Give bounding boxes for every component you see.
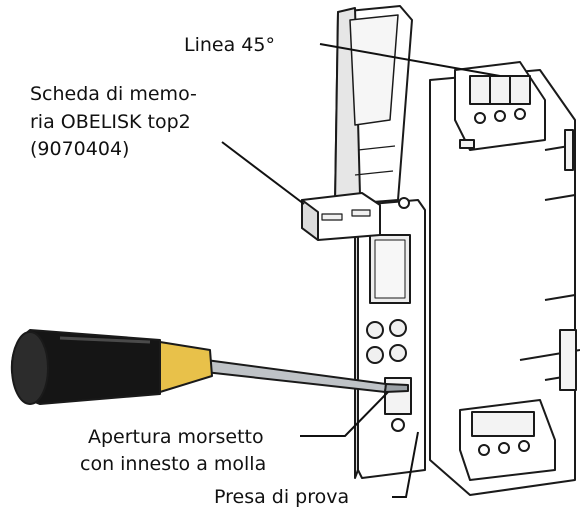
leader-line-presa	[392, 431, 419, 498]
leader-line-scheda	[221, 141, 305, 205]
label-scheda-line1: Scheda di memo-	[30, 83, 197, 105]
label-apertura-line1: Apertura morsetto	[88, 426, 264, 448]
leader-line-apertura	[300, 391, 389, 437]
din-rail-device-body	[429, 61, 580, 496]
screwdriver-handle-yellow	[159, 341, 213, 393]
label-apertura-line2: con innesto a molla	[80, 453, 267, 475]
screwdriver-illustration	[10, 329, 409, 405]
hinged-cover	[334, 5, 413, 206]
memory-card	[301, 192, 410, 241]
label-presa: Presa di prova	[214, 486, 350, 508]
label-scheda-line2: ria OBELISK top2	[30, 111, 191, 133]
leader-line-linea	[319, 43, 501, 77]
label-linea: Linea 45°	[184, 34, 275, 56]
front-module	[354, 199, 426, 479]
leader-lines	[221, 43, 501, 498]
label-scheda-line3: (9070404)	[30, 138, 130, 160]
front-buttons	[366, 319, 407, 364]
